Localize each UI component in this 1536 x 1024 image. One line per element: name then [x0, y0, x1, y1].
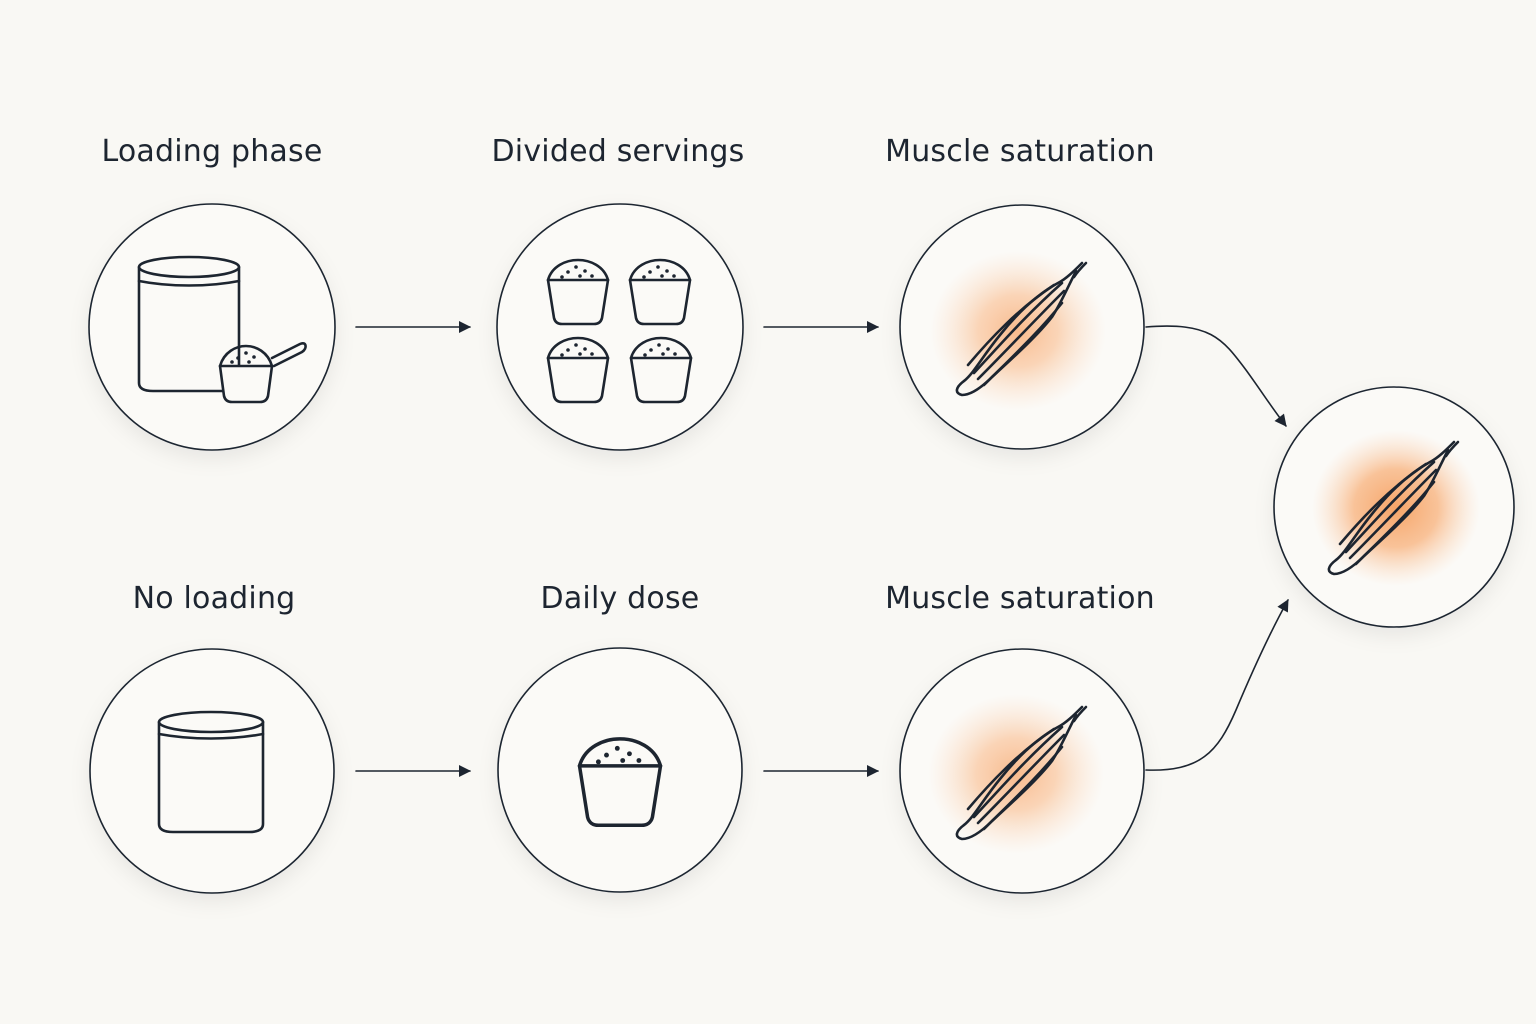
- glow-highlight: [1312, 430, 1480, 586]
- label-muscle-saturation-bottom: Muscle saturation: [885, 581, 1155, 616]
- tub-and-scoop-icon: [137, 255, 307, 404]
- label-muscle-saturation-top: Muscle saturation: [885, 134, 1155, 169]
- arrow-bottom-to-outcome: [1145, 599, 1289, 771]
- node-muscle-saturation-bottom: [899, 648, 1145, 894]
- label-daily-dose: Daily dose: [540, 581, 700, 616]
- node-divided-servings: [496, 203, 744, 451]
- label-divided-servings: Divided servings: [491, 134, 745, 169]
- glow-highlight: [930, 251, 1106, 411]
- label-no-loading: No loading: [132, 581, 296, 616]
- label-loading-phase: Loading phase: [101, 134, 323, 169]
- arrow-top-to-outcome: [1145, 325, 1287, 427]
- node-muscle-saturation-top: [899, 204, 1145, 450]
- connector-arrows: [355, 321, 1289, 777]
- node-no-loading: [89, 648, 335, 894]
- node-daily-dose: [497, 647, 743, 893]
- node-loading-phase: [88, 203, 336, 451]
- node-outcome: [1273, 386, 1515, 628]
- glow-highlight: [928, 694, 1104, 854]
